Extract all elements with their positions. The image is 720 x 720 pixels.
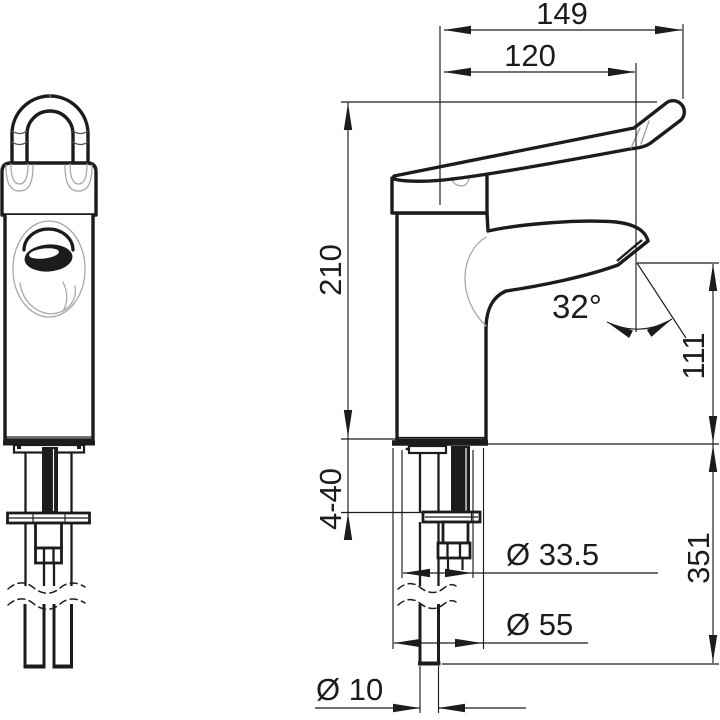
base-nub-right	[77, 445, 81, 449]
dim-pipe-diameter-label: Ø 10	[316, 672, 383, 707]
base-nub-left	[17, 445, 21, 449]
extension-lines	[341, 24, 719, 713]
dimension-spout-reach: 120	[444, 38, 635, 77]
lever-shape	[392, 99, 686, 183]
dimension-pipe-diameter: Ø 10	[315, 672, 526, 713]
body-spout-side	[395, 211, 650, 442]
arrow-335-right	[445, 568, 472, 578]
loop-handle	[10, 93, 90, 168]
loop-handle-outer	[10, 94, 90, 168]
arrow-149-right	[655, 25, 682, 35]
dim-shank-diameter-label: Ø 33.5	[506, 537, 599, 572]
body-side-curve	[464, 236, 487, 327]
break-line-front-2	[7, 598, 86, 610]
arrow-10-right	[438, 703, 465, 713]
dimension-shank-diameter: Ø 33.5	[403, 537, 658, 578]
stub-side	[446, 558, 464, 570]
dimension-total-reach: 149	[444, 0, 682, 35]
spout-top-arc	[22, 227, 75, 252]
dim-outlet-height-label: 111	[676, 332, 711, 379]
arrow-55-right	[455, 638, 482, 648]
cap-socket-right	[69, 163, 88, 185]
pipe-upper-side	[418, 453, 440, 586]
arrow-335-left	[403, 568, 430, 578]
cap-socket-left	[10, 163, 29, 185]
pipes-lower-front	[23, 604, 73, 666]
arrow-111-top	[708, 264, 718, 291]
dim-below-deck-label: 351	[681, 532, 716, 584]
washer-front-lines	[9, 513, 88, 523]
handle-base-cap	[0, 161, 98, 217]
break-line-front-1	[7, 582, 86, 594]
arrow-149-left	[444, 25, 471, 35]
dim-spout-angle-label: 32°	[552, 288, 602, 325]
nut-front-facets	[42, 549, 55, 562]
dimension-below-deck: 351	[681, 445, 718, 662]
pipes-upper-front	[24, 452, 73, 586]
cap-shape	[0, 161, 98, 217]
dim-deck-thickness-label: 4-40	[313, 468, 348, 530]
dimension-spout-angle: 32°	[552, 262, 687, 339]
mounting-front	[6, 447, 91, 669]
dimension-deck-thickness: 4-40	[313, 468, 353, 540]
arrow-111-bottom	[708, 416, 718, 443]
mounting-side	[392, 436, 488, 666]
arrow-210-top	[343, 103, 353, 130]
front-view	[0, 93, 98, 669]
arrow-120-left	[444, 67, 471, 77]
lever-handle	[392, 99, 686, 183]
side-view	[390, 99, 686, 666]
spout-ring-front	[12, 220, 86, 318]
arrow-351-bottom	[708, 635, 718, 662]
shank-block-side	[441, 520, 470, 545]
arrow-angle-right	[646, 315, 675, 337]
arrow-55-left	[394, 638, 421, 648]
arrow-351-top	[708, 445, 718, 472]
arrow-120-right	[608, 67, 635, 77]
dim-base-diameter-label: Ø 55	[506, 607, 573, 642]
break-line-side-1	[397, 582, 457, 594]
threaded-stud-side	[451, 446, 470, 512]
threaded-stud-front	[42, 447, 58, 513]
cap-socket-right-outer	[64, 164, 93, 192]
base-dot-side	[405, 447, 409, 451]
spout-opening-highlight	[29, 248, 59, 259]
arrow-210-bottom	[343, 410, 353, 437]
dimension-total-height: 210	[313, 102, 353, 537]
washer-side-lines	[425, 512, 478, 522]
shank-block-front	[34, 521, 63, 550]
dimension-annotations: 149 120 210 4-40 32°	[313, 0, 719, 713]
spout-swirl-inner	[62, 281, 68, 312]
loop-band-right	[72, 130, 89, 146]
cap-socket-left-outer	[5, 164, 34, 192]
arrow-10-left	[393, 703, 420, 713]
break-line-side-2	[397, 598, 457, 610]
aerator-line	[616, 239, 643, 262]
nut-side	[436, 541, 472, 560]
spout-swirl	[19, 282, 76, 315]
nut-front	[34, 546, 63, 565]
dim-spout-reach-label: 120	[504, 38, 556, 73]
faucet-body-front	[3, 213, 95, 454]
pipe-lower-side	[418, 604, 440, 663]
base-plate-side	[407, 444, 448, 455]
loop-band-left	[11, 130, 28, 146]
dimension-base-diameter: Ø 55	[394, 607, 588, 648]
loop-handle-inner	[25, 109, 75, 168]
dim-total-height-label: 210	[313, 244, 348, 296]
nut-side-facets	[446, 544, 462, 557]
body-spout-shape	[395, 211, 650, 442]
body-front-shape	[3, 213, 95, 442]
dim-total-reach-label: 149	[536, 0, 588, 31]
loop-top-mark	[48, 93, 52, 99]
